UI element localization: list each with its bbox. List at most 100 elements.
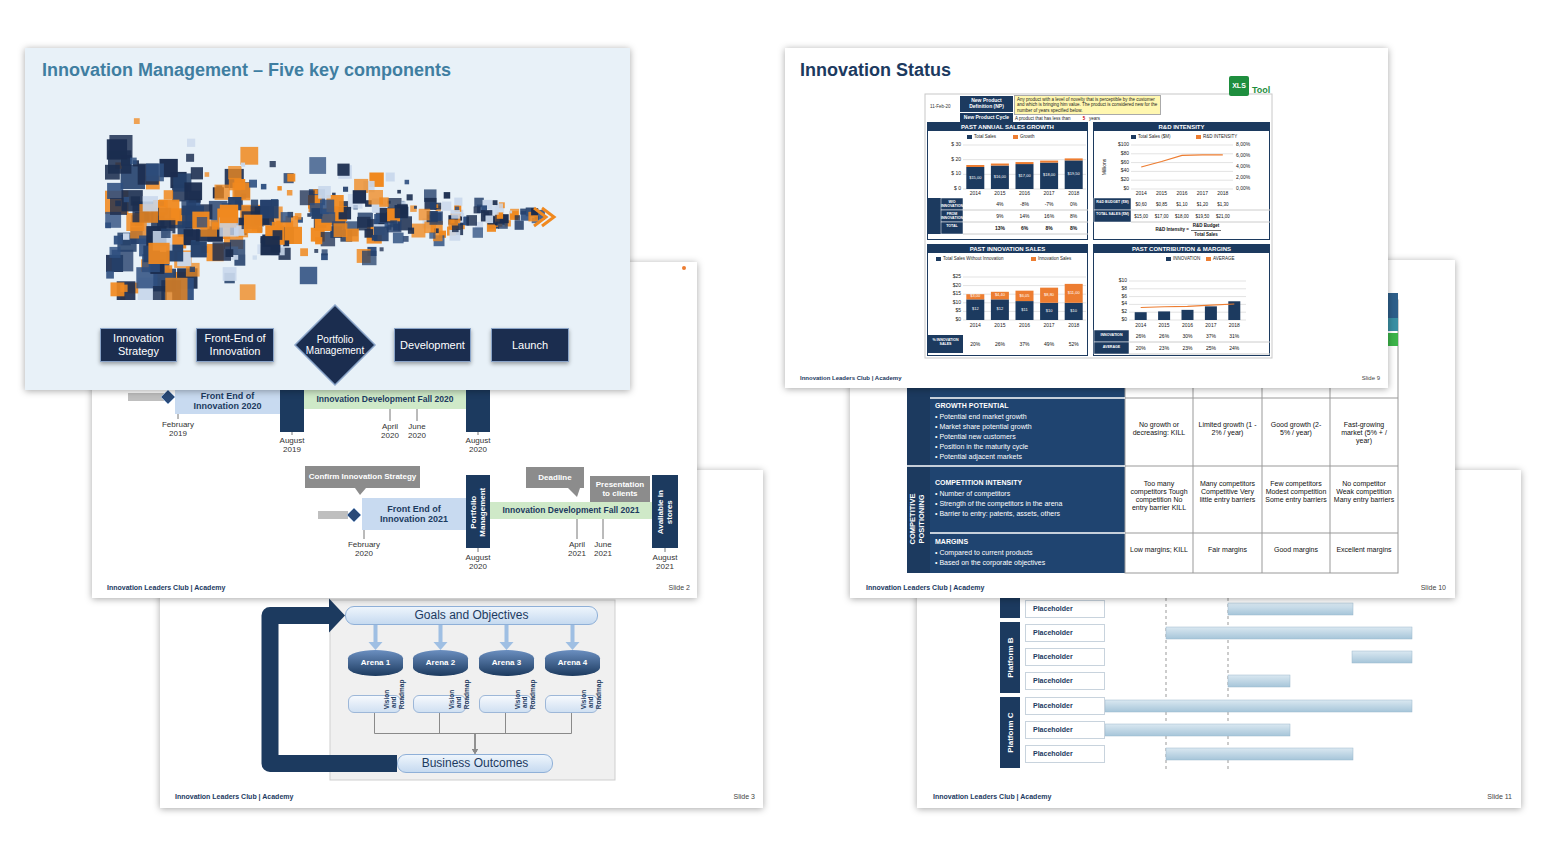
legend-text: Total Sales (974, 134, 1046, 139)
connector (440, 713, 479, 754)
label-text: 11-Feb-20 (930, 104, 958, 109)
label-text: 2016 (1014, 323, 1036, 329)
label-text: Limited growth (1 - 2% / year) (1197, 421, 1259, 437)
legend-text: R&D INTENSITY (1203, 134, 1275, 139)
label-text: $12 (965, 307, 985, 312)
goals-bar: Goals and Objectives (345, 606, 598, 625)
label-text: Good margins (1265, 546, 1327, 554)
label-text: $ 0 (943, 186, 961, 192)
label-text: No growth or decreasing: KILL (1128, 421, 1190, 437)
label-text: August 2020 (456, 436, 500, 454)
text-holder: No growth or decreasing: KILL (1128, 421, 1190, 437)
text-holder: 30% (1177, 334, 1199, 340)
text-holder: $ 30 (943, 142, 961, 148)
text-holder: $15,00 (1131, 214, 1151, 219)
box-label: Vision and Roadmap (448, 695, 470, 709)
label-text: 23% (1177, 346, 1199, 352)
text-holder: 20% (1130, 346, 1152, 352)
text-holder: 8% (1038, 226, 1060, 232)
text-holder: 2016 (1014, 323, 1036, 329)
text-holder: $3,00 (965, 294, 985, 299)
text-holder: $10 (1039, 309, 1059, 314)
label-text: $6 (1113, 294, 1127, 300)
definition-box: Any product with a level of novelty that… (1014, 95, 1161, 115)
box-label: Front-End of Innovation (199, 332, 271, 357)
label-text: $2 (1113, 309, 1127, 315)
phase-band: Innovation Development Fall 2020 (304, 390, 466, 409)
label-text: 0% (1063, 202, 1085, 208)
text-holder: April 2020 (377, 422, 403, 440)
label-text: August 2021 (643, 553, 687, 571)
text-holder: years (1089, 116, 1109, 121)
box-label: Placeholder (1033, 702, 1073, 710)
label-text: $8,80 (1039, 293, 1059, 298)
label-text: 8% (1063, 214, 1085, 220)
connector (500, 625, 514, 650)
label-text: 2017 (1192, 191, 1212, 197)
text-holder: No competitor Weak competition Many entr… (1333, 480, 1395, 504)
text-holder: Innovation Leaders Club | Academy (175, 793, 395, 801)
label-text: Too many competitors Tough competition N… (1128, 480, 1190, 512)
text-holder: 26% (1153, 334, 1175, 340)
text-holder: $80 (1111, 151, 1129, 157)
text-holder: 16% (1038, 214, 1060, 220)
text-holder: 2015 (1152, 191, 1172, 197)
phase-band: Front End of Innovation 2020 (175, 388, 280, 414)
box-label: Launch (512, 339, 548, 352)
text-holder: Growth (1020, 134, 1092, 139)
box-label: R&D INTENSITY (1094, 123, 1269, 131)
arena-cylinder: Arena 3 (479, 650, 534, 676)
phase-band: Front End of Innovation 2021 (362, 498, 466, 530)
text-holder: 0% (1063, 202, 1085, 208)
label-text: 9% (989, 214, 1011, 220)
legend-swatch (1206, 257, 1211, 261)
text-holder: April 2021 (564, 540, 590, 558)
label-text: $0 (1113, 317, 1127, 323)
text-holder: $0 (1113, 317, 1127, 323)
text-holder: 2018 (1063, 191, 1085, 197)
slide-text: Innovation Management – Five key compone… (42, 60, 622, 81)
text-holder: 37% (1014, 342, 1036, 348)
box-label: Goals and Objectives (414, 609, 528, 623)
vision-box: Vision and Roadmap (545, 695, 598, 713)
label-text: 13% (989, 226, 1011, 232)
text-holder: $18,00 (1172, 214, 1192, 219)
label-text: 2016 (1172, 191, 1192, 197)
box-label: Placeholder (1033, 726, 1073, 734)
label-text: $40 (1111, 168, 1129, 174)
text-holder: Limited growth (1 - 2% / year) (1197, 421, 1259, 437)
slide-title: Innovation Status (800, 60, 1100, 81)
platform-band: Platform B (1000, 622, 1020, 693)
vision-box: Vision and Roadmap (413, 695, 466, 713)
text-holder: • Position in the maturity cycle (935, 443, 1123, 451)
box-label: Placeholder (1033, 653, 1073, 661)
box-label: Arena 1 (361, 658, 390, 667)
box-label: Deadline (538, 473, 571, 482)
label-text: Many competitors Competitive Very little… (1197, 480, 1259, 504)
label-text: $6,05 (1015, 294, 1035, 299)
label-text: $18,00 (1038, 173, 1060, 178)
text-holder: Total Sales (974, 134, 1046, 139)
label-text: 8% (1063, 226, 1085, 232)
label-text: $20 (945, 283, 961, 289)
label-text: 2017 (1200, 323, 1222, 329)
slide-text: Slide 2 (630, 584, 690, 592)
label-text: $60 (1111, 160, 1129, 166)
text-holder: $40 (1111, 168, 1129, 174)
slide-text: Slide 3 (695, 793, 755, 801)
text-holder: 37% (1200, 334, 1222, 340)
label-text: $1,10 (1172, 202, 1192, 207)
text-holder: $20 (945, 283, 961, 289)
label-text: Low margins; KILL (1128, 546, 1190, 554)
label-text: 2,00% (1236, 175, 1264, 181)
label-text: TOTAL SALES ($M) (1095, 212, 1131, 216)
text-holder: COMPETITIVE POSITIONING (909, 469, 926, 569)
text-holder: August 2019 (270, 436, 314, 454)
placeholder-box: Placeholder (1025, 648, 1105, 666)
text-holder: $4 (1113, 301, 1127, 307)
slide-text: Slide 11 (1452, 793, 1512, 801)
component-box: Front-End of Innovation (196, 328, 274, 362)
text-holder: 8% (1063, 226, 1085, 232)
text-holder: Excellent margins (1333, 546, 1395, 554)
label-text: • Position in the maturity cycle (935, 443, 1123, 451)
